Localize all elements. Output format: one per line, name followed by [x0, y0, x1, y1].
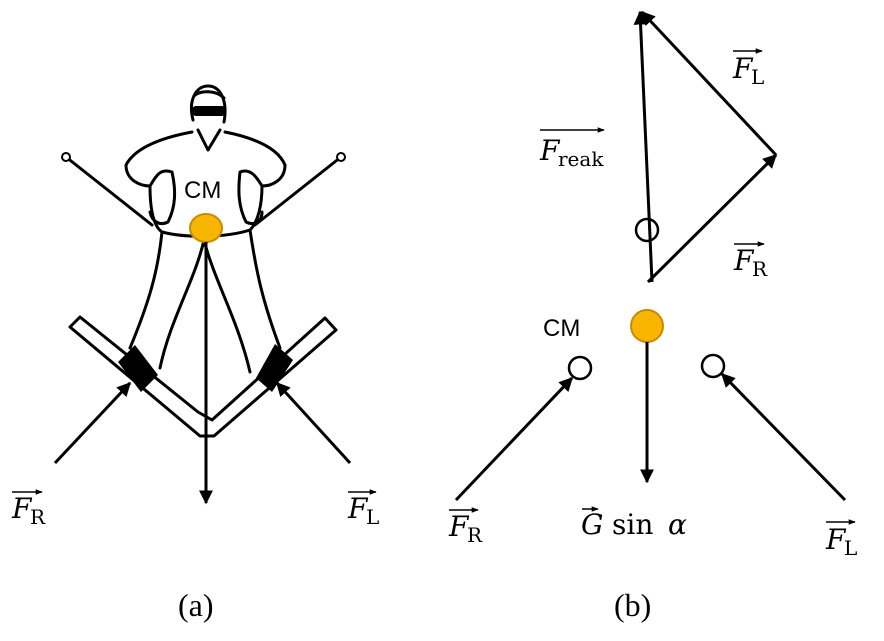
- svg-text:R: R: [467, 523, 483, 547]
- left-boot: [118, 345, 158, 392]
- left-contact-point: [700, 353, 726, 379]
- svg-text:F: F: [11, 492, 33, 525]
- cm-label-b: CM: [543, 315, 580, 342]
- svg-text:sin: sin: [612, 508, 653, 541]
- ski-poles: [61, 152, 346, 227]
- svg-text:F: F: [825, 523, 847, 556]
- force-right-vector: [646, 153, 778, 284]
- caption-a: (a): [178, 587, 214, 623]
- right-contact-point: [567, 355, 593, 381]
- label-force-left-bottom: F L: [825, 519, 857, 560]
- svg-text:R: R: [30, 505, 46, 529]
- panel-a: CM F R F L (a): [11, 84, 379, 623]
- svg-text:F: F: [733, 244, 755, 277]
- svg-text:L: L: [844, 536, 857, 560]
- svg-text:R: R: [752, 257, 768, 281]
- label-force-right-bottom: F R: [448, 507, 483, 547]
- svg-text:F: F: [448, 510, 470, 543]
- label-force-reaction: F reak: [539, 127, 605, 171]
- reaction-point: [634, 217, 660, 243]
- label-force-right-mid: F R: [733, 241, 768, 281]
- force-left-arrow: [275, 381, 352, 465]
- svg-text:α: α: [668, 508, 687, 541]
- svg-text:F: F: [347, 492, 369, 525]
- label-force-left: F L: [347, 489, 379, 529]
- svg-text:F: F: [539, 134, 561, 167]
- svg-text:L: L: [366, 505, 379, 529]
- force-right-bottom-arrow: [454, 376, 574, 502]
- force-right-arrow: [53, 381, 132, 465]
- caption-b: (b): [614, 587, 651, 623]
- label-force-left-top: F L: [732, 48, 764, 89]
- reaction-force-vector: [633, 10, 654, 283]
- right-boot: [256, 344, 293, 392]
- skis: [68, 315, 338, 438]
- cm-label: CM: [184, 177, 221, 204]
- cm-point-b: [630, 309, 664, 343]
- svg-text:reak: reak: [558, 147, 604, 171]
- force-left-vector: [640, 10, 778, 157]
- label-force-right: F R: [11, 489, 46, 529]
- panel-b: CM F reak F L F R F R: [448, 10, 857, 623]
- force-left-bottom-arrow: [720, 372, 847, 502]
- svg-text:F: F: [732, 52, 754, 85]
- label-gravity-component: G sin α: [581, 506, 687, 541]
- skier-figure: [124, 84, 287, 374]
- svg-text:G: G: [581, 508, 603, 541]
- svg-text:L: L: [751, 65, 764, 89]
- cm-point: [189, 213, 223, 243]
